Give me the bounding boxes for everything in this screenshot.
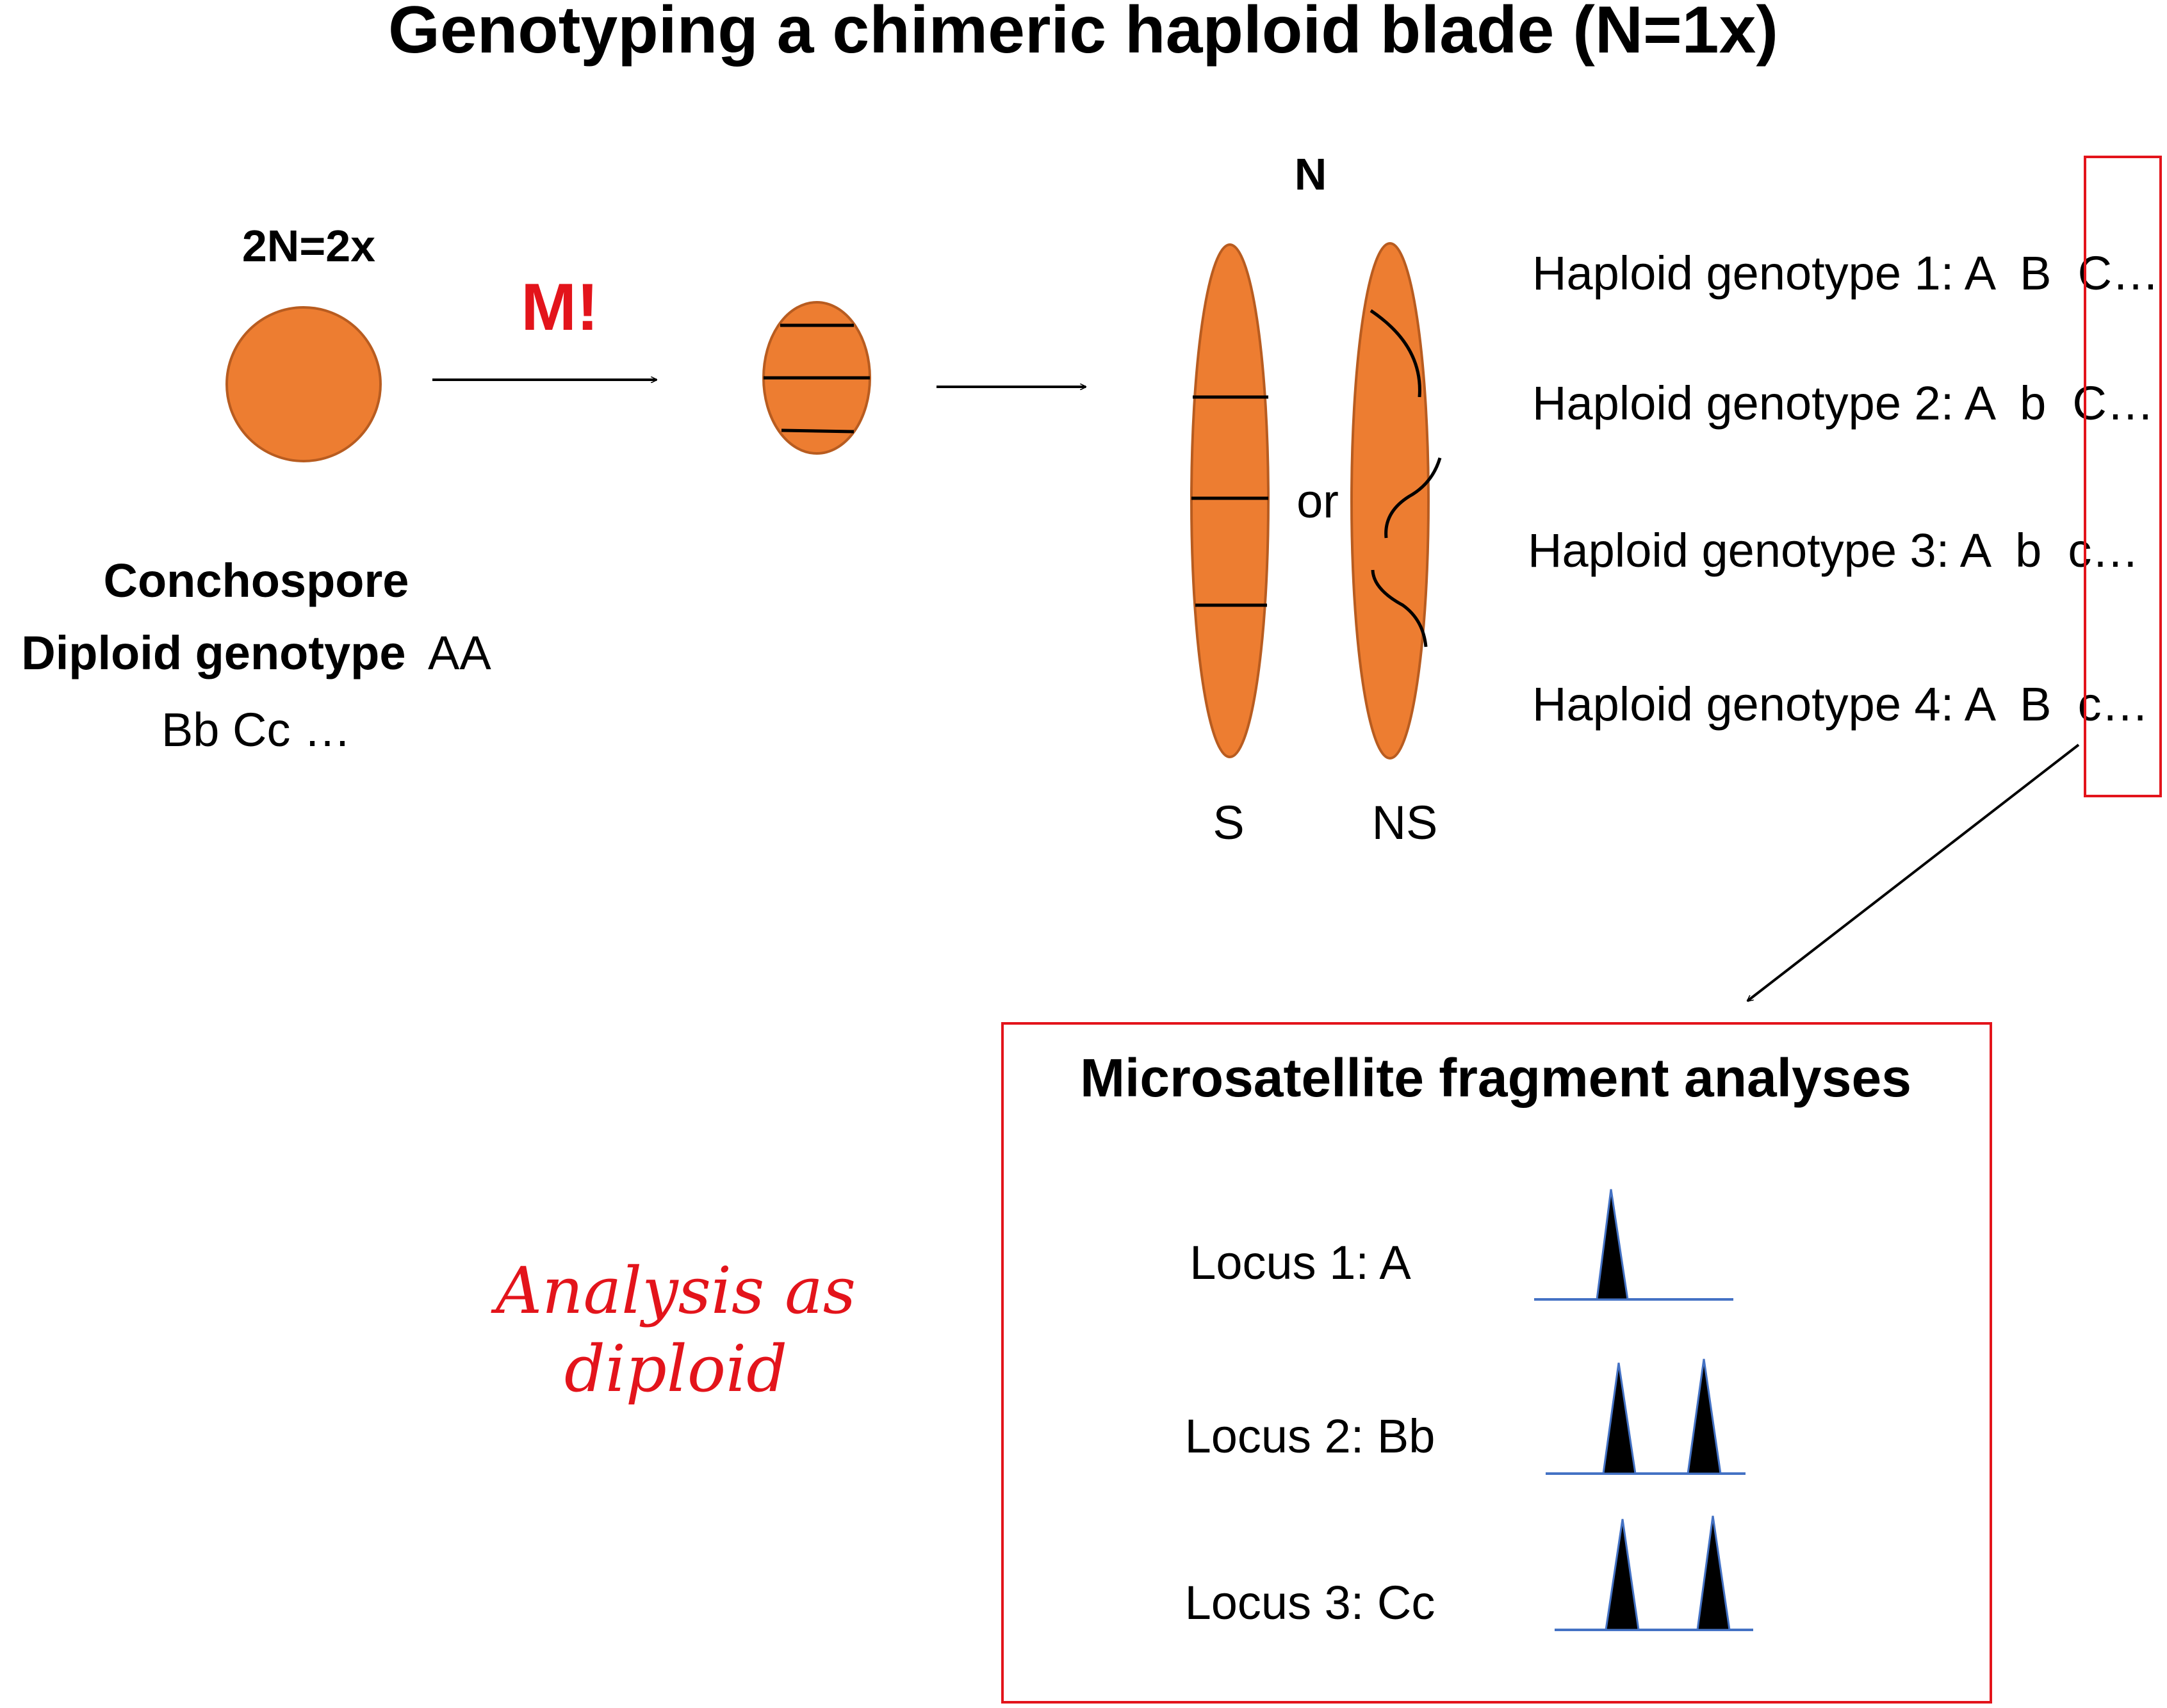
- conchospore-name: Conchospore: [104, 554, 409, 607]
- haploid-genotype-3: Haploid genotype 3: A b c…: [1528, 524, 2139, 577]
- locus-2-peak-b-upper: [1602, 1362, 1637, 1475]
- analysis-box: [1001, 1022, 1992, 1704]
- boundary-curve: [1384, 457, 1442, 539]
- haploid-genotype-1: Haploid genotype 1: A B C…: [1532, 247, 2159, 300]
- locus-3-peak-c-upper: [1605, 1518, 1640, 1631]
- division-line: [781, 428, 855, 434]
- locus-1-peak-a: [1596, 1189, 1629, 1301]
- diagram-title: Genotyping a chimeric haploid blade (N=1…: [388, 0, 1778, 67]
- locus-3-label: Locus 3: Cc: [1185, 1576, 1435, 1629]
- diploid-genotype-line: Diploid genotype AA: [21, 626, 491, 679]
- analysis-title: Microsatellite fragment analyses: [1080, 1048, 1911, 1108]
- haploid-genotype-2: Haploid genotype 2: A b C…: [1532, 377, 2154, 430]
- diploid-genotype-label: Diploid genotype: [21, 626, 405, 679]
- ploidy-2n-label: 2N=2x: [242, 221, 375, 271]
- locus-2-peak-b-lower: [1687, 1358, 1722, 1475]
- meiosis-label: M!: [521, 270, 598, 345]
- locus-1-label: Locus 1: A: [1190, 1236, 1411, 1289]
- ploidy-n-label: N: [1295, 149, 1327, 199]
- locus-3-peak-c-lower: [1696, 1515, 1731, 1631]
- conchospore-cell: [225, 306, 382, 462]
- analysis-note-line2: diploid: [564, 1331, 787, 1406]
- boundary-curve: [1370, 309, 1421, 398]
- diploid-genotype-continued: Bb Cc …: [161, 703, 351, 756]
- locus-2-label: Locus 2: Bb: [1185, 1410, 1435, 1463]
- boundary-curve: [1371, 569, 1428, 647]
- sampling-arrow: [1747, 744, 2080, 1001]
- analysis-note-line1: Analysis as: [491, 1253, 856, 1328]
- haploid-genotype-4: Haploid genotype 4: A B c…: [1532, 678, 2149, 731]
- diploid-genotype-value: AA: [428, 626, 491, 679]
- non-sectored-blade: [1350, 242, 1430, 760]
- locus-c-highlight: [2084, 156, 2162, 797]
- sectored-blade: [1190, 243, 1270, 758]
- non-sectored-label: NS: [1372, 796, 1438, 849]
- or-label: or: [1296, 475, 1339, 528]
- sectored-label: S: [1213, 796, 1244, 849]
